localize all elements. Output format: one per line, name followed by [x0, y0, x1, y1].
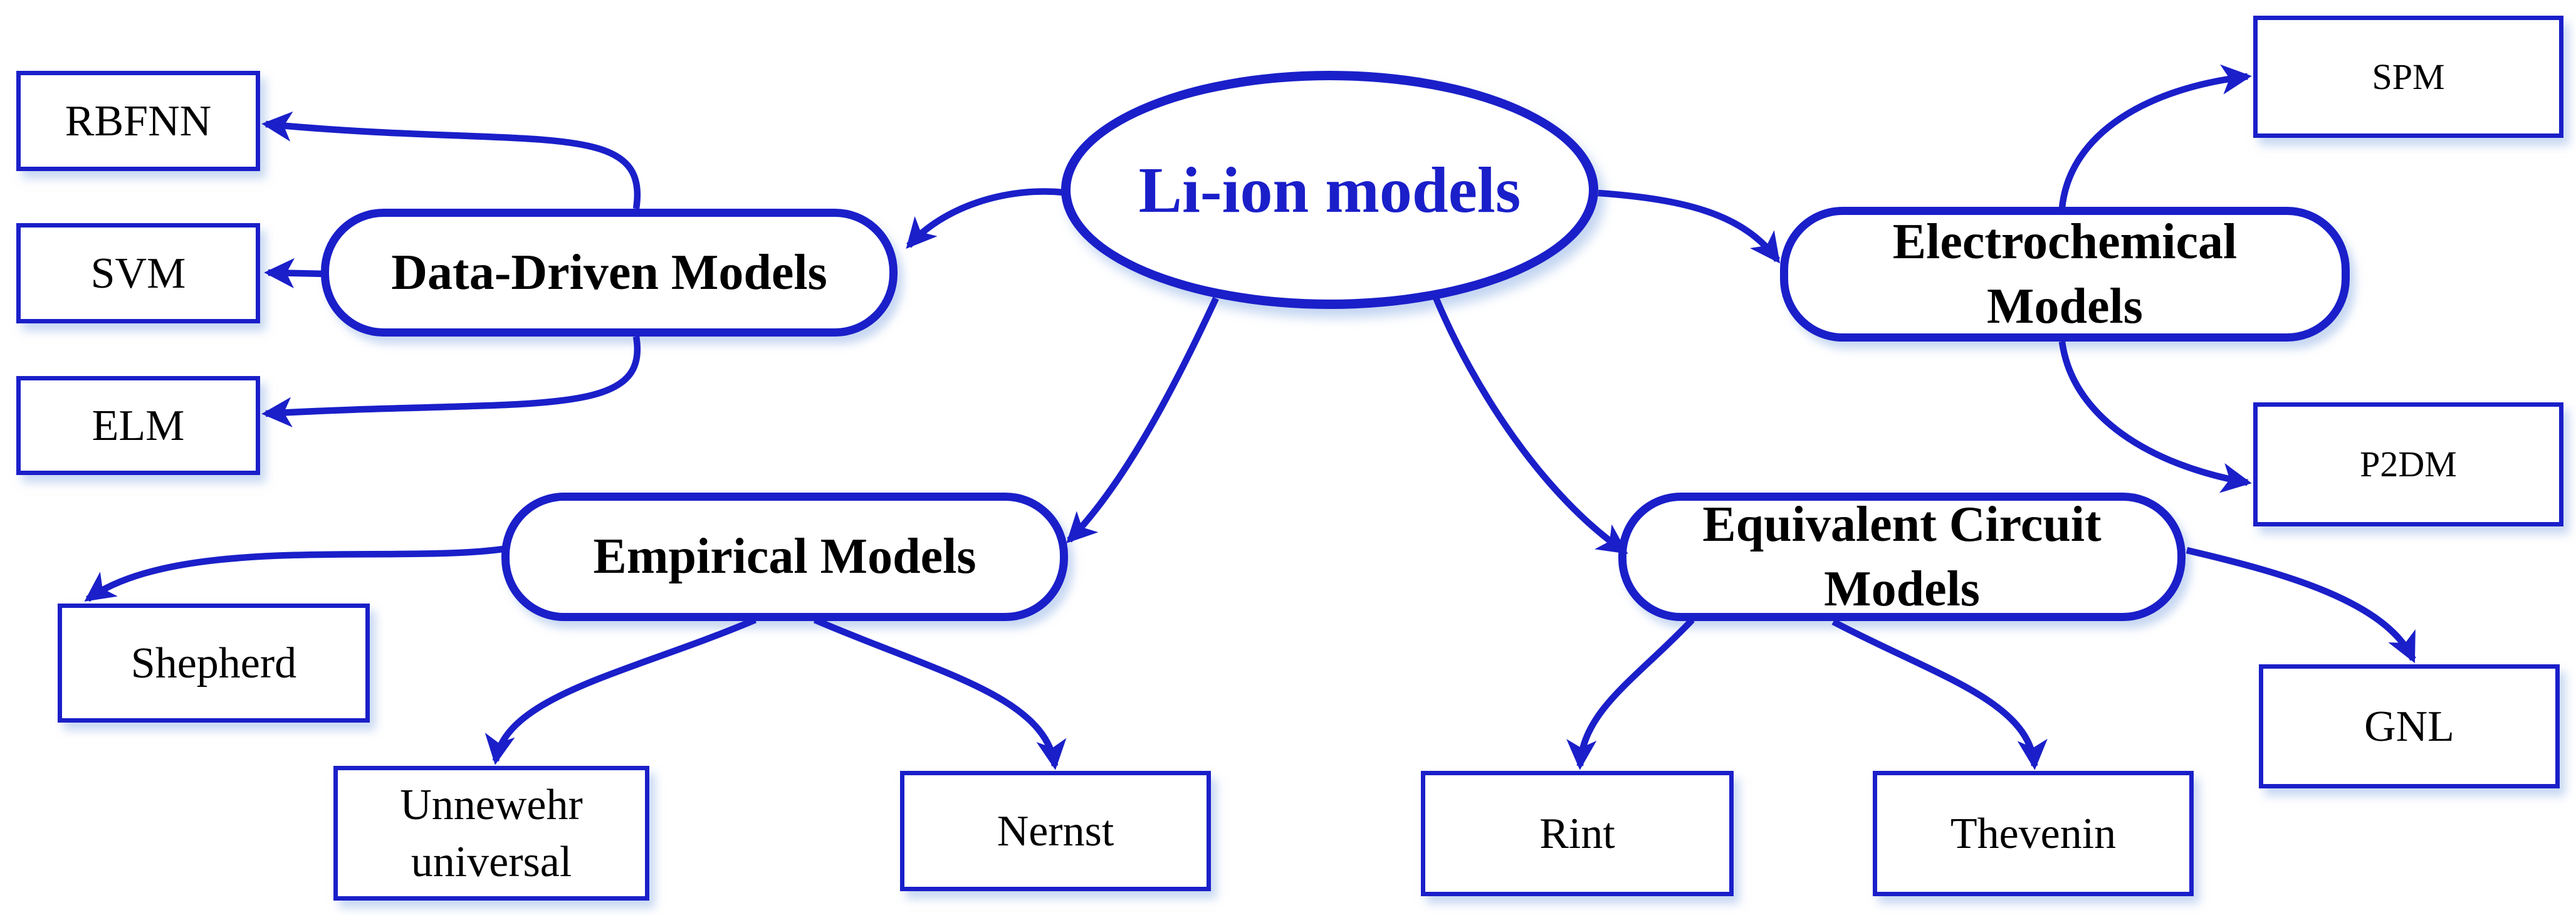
- connector-root-to-equivalent-circuit: [1432, 295, 1628, 555]
- connector-root-to-electrochemical: [1598, 189, 1781, 264]
- node-nernst-label: Nernst: [997, 807, 1114, 855]
- connector-empirical-to-nernst: [813, 617, 1067, 770]
- node-thevenin-label: Thevenin: [1950, 809, 2117, 858]
- connector-root-to-data-driven: [906, 188, 1064, 249]
- connector-data-driven-to-rbfnn: [261, 111, 641, 209]
- node-nernst: Nernst: [900, 771, 1211, 891]
- node-p2dm: P2DM: [2253, 402, 2563, 526]
- node-li-ion-models-root: Li-ion models: [1061, 71, 1598, 309]
- connector-equivalent-to-thevenin: [1831, 619, 2048, 770]
- node-equivalent-circuit-models: Equivalent Circuit Models: [1618, 493, 2186, 621]
- node-rbfnn: RBFNN: [16, 71, 260, 171]
- node-elm-label: ELM: [92, 401, 185, 450]
- node-empirical-models: Empirical Models: [501, 493, 1068, 621]
- connector-empirical-to-unnewehr: [484, 617, 757, 765]
- connector-empirical-to-shepherd: [84, 545, 504, 602]
- node-electrochemical-models-label: Electrochemical Models: [1892, 214, 2238, 334]
- connector-electrochemical-to-spm: [2058, 64, 2252, 209]
- node-electrochemical-models: Electrochemical Models: [1780, 207, 2350, 342]
- node-gnl-label: GNL: [2364, 702, 2454, 751]
- connector-equivalent-to-gnl: [2186, 546, 2416, 664]
- node-rint: Rint: [1421, 771, 1734, 896]
- node-thevenin: Thevenin: [1873, 771, 2194, 896]
- connector-root-to-empirical: [1066, 296, 1219, 543]
- node-svm: SVM: [16, 223, 260, 323]
- node-equivalent-circuit-models-label: Equivalent Circuit Models: [1702, 497, 2102, 617]
- node-elm: ELM: [16, 376, 260, 475]
- node-empirical-models-label: Empirical Models: [593, 529, 976, 585]
- connector-equivalent-to-rint: [1566, 617, 1695, 770]
- node-unnewehr: Unnewehr universal: [333, 766, 649, 901]
- node-li-ion-models-root-label: Li-ion models: [1138, 154, 1521, 226]
- node-shepherd-label: Shepherd: [130, 639, 297, 688]
- node-rbfnn-label: RBFNN: [65, 97, 212, 145]
- node-p2dm-label: P2DM: [2360, 444, 2457, 485]
- node-rint-label: Rint: [1539, 809, 1615, 858]
- node-gnl: GNL: [2259, 664, 2560, 788]
- node-data-driven-models: Data-Driven Models: [321, 209, 898, 337]
- node-spm: SPM: [2253, 16, 2563, 138]
- node-unnewehr-label: Unnewehr universal: [400, 780, 583, 886]
- connector-data-driven-to-elm: [261, 336, 641, 427]
- node-data-driven-models-label: Data-Driven Models: [391, 244, 827, 300]
- connector-electrochemical-to-p2dm: [2058, 341, 2252, 493]
- node-svm-label: SVM: [90, 249, 186, 298]
- node-shepherd: Shepherd: [58, 604, 370, 723]
- connector-data-driven-to-svm: [264, 258, 327, 289]
- node-spm-label: SPM: [2372, 56, 2445, 97]
